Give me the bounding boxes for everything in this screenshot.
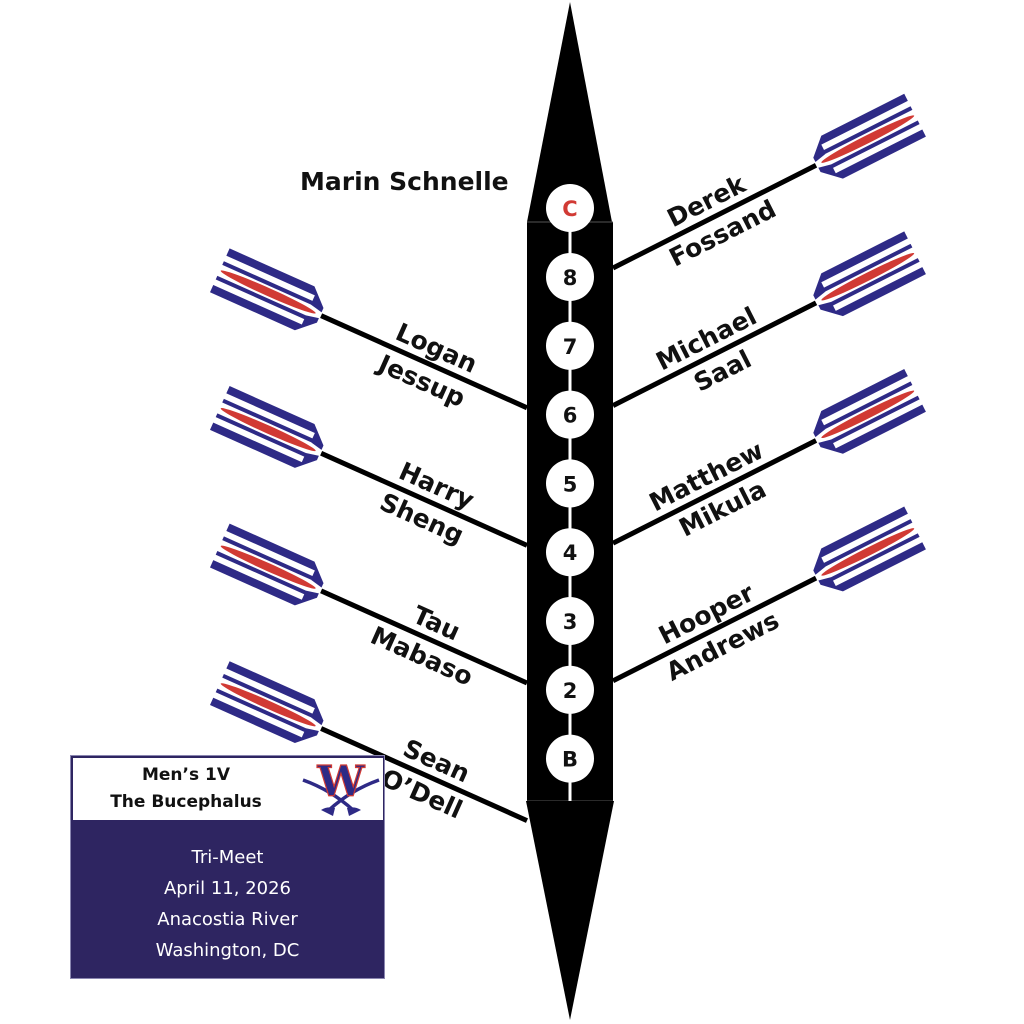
seat-label: 8 [563,266,578,290]
seat-label: C [562,197,577,221]
oar-seat-6 [611,230,929,408]
oar-blade [805,505,929,600]
crew-boat-name: The Bucephalus [110,792,262,812]
seat-b: B [546,734,594,783]
seat-circle [546,459,594,508]
seat-2: 2 [546,665,594,714]
seat-8: 8 [546,253,594,301]
oar-blade [207,660,331,751]
seat-circle [546,321,594,370]
seat-label: 3 [563,610,578,634]
oar-blade [207,522,331,613]
seat-circle [546,734,594,783]
seat-circle [546,253,594,301]
oar-blade [207,384,331,476]
coxswain-name: Marin Schnelle [300,167,509,196]
seat-4: 4 [546,528,594,577]
oar-seat-2 [611,505,929,684]
hull [526,2,614,1020]
oar-blade [805,92,929,187]
seat-label: 6 [563,404,578,428]
seat-label: 2 [563,679,578,703]
seat-label: 4 [563,541,578,565]
oar-seat-8 [611,92,929,271]
oar-seat-3 [207,522,529,686]
race-details: Tri-Meet April 11, 2026 Anacostia River … [71,842,384,966]
seat-circle [546,597,594,645]
oar-seat-7 [207,247,529,411]
oar-blade [207,247,331,338]
oar-seat-5 [207,384,529,548]
seat-circle [546,528,594,577]
seat-5: 5 [546,459,594,508]
seat-circle [546,184,594,232]
seat-circle [546,390,594,439]
seat-label: B [562,748,578,772]
race-venue: Anacostia River [157,909,298,930]
race-location: Washington, DC [155,940,300,961]
seats: C 8 7 6 5 4 3 2B [546,184,594,783]
seat-label: 7 [563,335,578,359]
seat-6: 6 [546,390,594,439]
seat-cox: C [546,184,594,232]
race-event: Tri-Meet [191,847,264,868]
seat-label: 5 [563,472,578,496]
oar-blade [805,367,929,462]
svg-text:W: W [316,758,365,806]
oar-seat-b [207,660,529,823]
team-logo-icon: W [299,756,383,820]
oar-seat-4 [611,367,929,546]
hull-stern [526,801,614,1020]
crew-title: Men’s 1V The Bucephalus [73,758,299,820]
crew-info-card: Men’s 1V The Bucephalus W Tri-Meet April… [70,755,385,979]
seat-3: 3 [546,597,594,645]
hull-bow [527,2,612,222]
seat-7: 7 [546,321,594,370]
oars [207,92,929,823]
oar-blade [805,230,929,325]
crew-boat-class: Men’s 1V [141,765,231,785]
seat-circle [546,665,594,714]
race-date: April 11, 2026 [163,878,292,899]
